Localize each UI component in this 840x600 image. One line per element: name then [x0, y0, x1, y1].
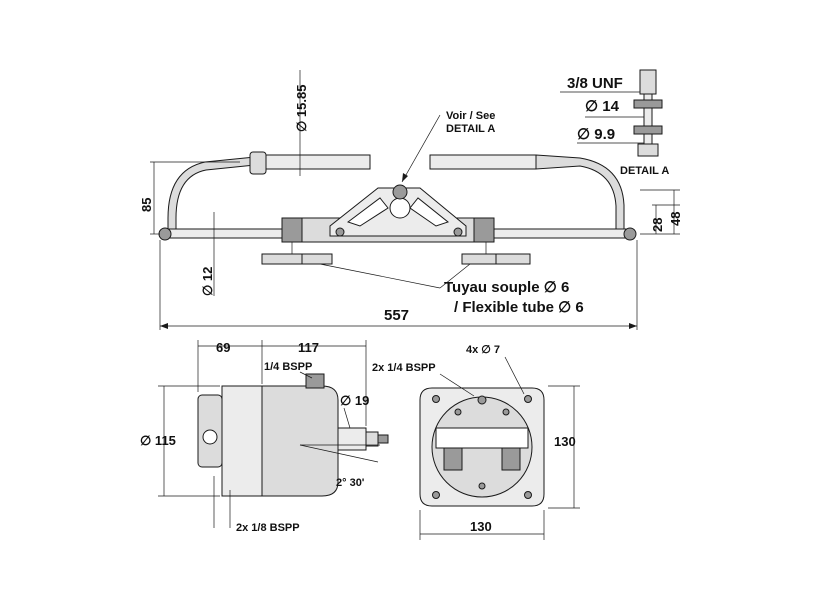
pump-body: [261, 385, 339, 497]
front-fitting-right: [501, 447, 521, 471]
detail-outer-diameter: ∅ 14: [585, 98, 620, 115]
detail-nut-top: [639, 69, 657, 95]
front-view-dimensions: 2x 1/4 BSPP 4x ∅ 7 130 130: [372, 344, 580, 540]
mount-hole-tr: [524, 395, 532, 403]
dim-overall-length: 557: [384, 307, 409, 324]
right-tube: [429, 154, 537, 170]
pump-shaft-end: [377, 434, 389, 444]
detail-a-reference: Voir / See DETAIL A: [401, 110, 495, 183]
front-port-top: [477, 395, 487, 405]
dim-tube-diameter: ∅ 15.85: [294, 85, 309, 132]
detail-ref-line1: Voir / See: [446, 110, 495, 122]
cylinder-end-left: [281, 217, 303, 243]
detail-inner-diameter: ∅ 9.9: [577, 126, 615, 143]
bracket-hub: [389, 197, 411, 219]
tube-label-line1: Tuyau souple ∅ 6: [444, 279, 569, 296]
right-tube-bracket: [535, 154, 625, 233]
mount-hole-tl: [432, 395, 440, 403]
dim-117: 117: [298, 340, 319, 355]
detail-thread: 3/8 UNF: [567, 75, 623, 92]
flexible-tube-label: Tuyau souple ∅ 6 / Flexible tube ∅ 6: [319, 263, 584, 316]
detail-title: DETAIL A: [620, 165, 669, 177]
front-screw-2: [502, 408, 510, 416]
front-ports-label: 2x 1/4 BSPP: [372, 362, 436, 374]
bracket-bolt-right: [453, 227, 463, 237]
rod-end-left: [158, 227, 172, 241]
fitting-right-1: [461, 253, 497, 265]
dim-rod-diameter: ∅ 12: [200, 267, 215, 296]
bracket-pivot: [392, 184, 408, 200]
front-screw-3: [478, 482, 486, 490]
left-tube-bracket: [167, 156, 256, 233]
detail-washer-2: [633, 125, 663, 135]
tilt-angle-label: 2° 30': [336, 477, 365, 489]
side-view-dimensions: 69 117 1/4 BSPP ∅ 19 ∅ 115 2° 30' 2x 1/8…: [140, 340, 380, 534]
side-view-pump: 69 117 1/4 BSPP ∅ 19 ∅ 115 2° 30' 2x 1/8…: [140, 340, 389, 534]
pump-shaft-housing: [337, 427, 367, 451]
dim-height-48: 48: [668, 212, 683, 226]
body-diameter-label: ∅ 115: [140, 433, 176, 448]
tube-fitting: [249, 151, 267, 175]
front-view-pump: 2x 1/4 BSPP 4x ∅ 7 130 130: [372, 344, 580, 540]
detail-a-view: 3/8 UNF ∅ 14 ∅ 9.9 DETAIL A: [560, 69, 669, 177]
bracket-cutout-right: [409, 197, 450, 227]
fitting-right-2: [495, 253, 531, 265]
front-screw-1: [454, 408, 462, 416]
detail-nut-bottom: [637, 143, 659, 157]
front-width-label: 130: [470, 519, 492, 534]
rod-end-right: [623, 227, 637, 241]
detail-washer-1: [633, 99, 663, 109]
hose-fittings: [261, 242, 531, 265]
pump-front-ring: [221, 385, 263, 497]
dim-69: 69: [216, 340, 230, 355]
front-holes-label: 4x ∅ 7: [466, 344, 500, 356]
shaft-diameter-label: ∅ 19: [340, 393, 369, 408]
pump-mount-hole: [202, 429, 218, 445]
dim-height-28: 28: [650, 218, 665, 232]
detail-ref-line2: DETAIL A: [446, 123, 495, 135]
front-fitting-left: [443, 447, 463, 471]
mount-hole-br: [524, 491, 532, 499]
top-view-dimensions: ∅ 15.85 85 48 28 ∅ 12 557: [139, 70, 683, 330]
fitting-left-1: [261, 253, 303, 265]
front-height-label: 130: [554, 434, 576, 449]
top-view-cylinder: ∅ 15.85 85 48 28 ∅ 12 557 Voir / See DET…: [139, 70, 683, 330]
fitting-left-2: [301, 253, 333, 265]
ports-bottom-label: 2x 1/8 BSPP: [236, 522, 300, 534]
dim-height-85: 85: [139, 198, 154, 212]
bracket-bolt-left: [335, 227, 345, 237]
pump-shaft-nut: [365, 431, 379, 447]
mount-hole-bl: [432, 491, 440, 499]
bracket-cutout-left: [346, 197, 389, 227]
port-top-label: 1/4 BSPP: [264, 361, 312, 373]
front-valve-block: [435, 427, 529, 449]
cylinder-end-right: [473, 217, 495, 243]
tube-label-line2: / Flexible tube ∅ 6: [454, 299, 584, 316]
left-tube: [265, 154, 371, 170]
